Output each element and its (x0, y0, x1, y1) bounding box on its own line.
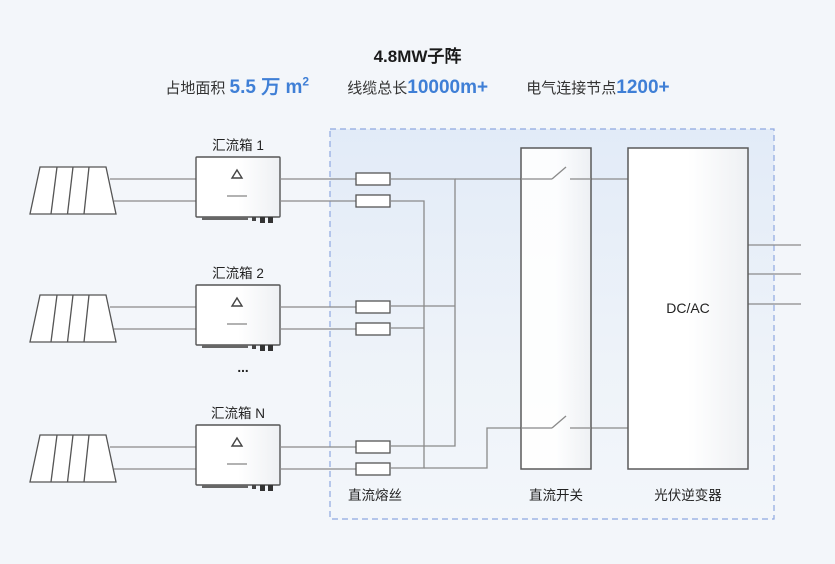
bus-positive (390, 178, 456, 447)
stat-cable: 线缆总长10000m+ (347, 77, 488, 99)
inverter-dcac-text: DC/AC (666, 300, 710, 316)
combiner-box-icon (195, 424, 281, 491)
pv-inverter (627, 147, 749, 470)
pv-panel-icon (29, 434, 117, 483)
stat-label: 线缆总长 (347, 80, 408, 97)
dc-fuse (355, 194, 391, 208)
stat-value: 5.5 万 m2 (229, 74, 310, 98)
stat-value: 10000m+ (407, 77, 489, 98)
dc-fuse (355, 300, 391, 314)
wire-to-switch-bottom (424, 427, 552, 469)
dc-fuse (355, 440, 391, 454)
combiner-row (29, 156, 391, 223)
combiner-box-label: 汇流箱 2 (212, 266, 264, 281)
stat-value: 1200+ (616, 77, 670, 98)
stat-label: 占地面积 (165, 80, 226, 97)
combiner-row (29, 284, 391, 351)
stat-area: 占地面积 5.5 万 m2 (165, 72, 309, 99)
pv-panel-icon (29, 166, 117, 215)
switch-label: 直流开关 (529, 488, 583, 503)
pv-panel-icon (29, 294, 117, 343)
ellipsis: ... (237, 360, 249, 375)
bus-negative (390, 200, 425, 469)
dc-switch (520, 147, 592, 470)
combiner-row (29, 424, 391, 491)
combiner-box-label: 汇流箱 1 (212, 138, 264, 153)
combiner-box-label: 汇流箱 N (211, 406, 265, 421)
stat-nodes: 电气连接节点1200+ (526, 77, 669, 99)
combiner-box-icon (195, 156, 281, 223)
stats-row: 占地面积 5.5 万 m2 线缆总长10000m+ 电气连接节点1200+ (0, 72, 835, 99)
inverter-label: 光伏逆变器 (654, 488, 722, 503)
page-title: 4.8MW子阵 (373, 47, 462, 66)
dc-fuse (355, 322, 391, 336)
dc-fuse (355, 172, 391, 186)
dc-fuse (355, 462, 391, 476)
combiner-box-icon (195, 284, 281, 351)
fuse-label: 直流熔丝 (348, 488, 402, 503)
stat-label: 电气连接节点 (526, 80, 617, 97)
